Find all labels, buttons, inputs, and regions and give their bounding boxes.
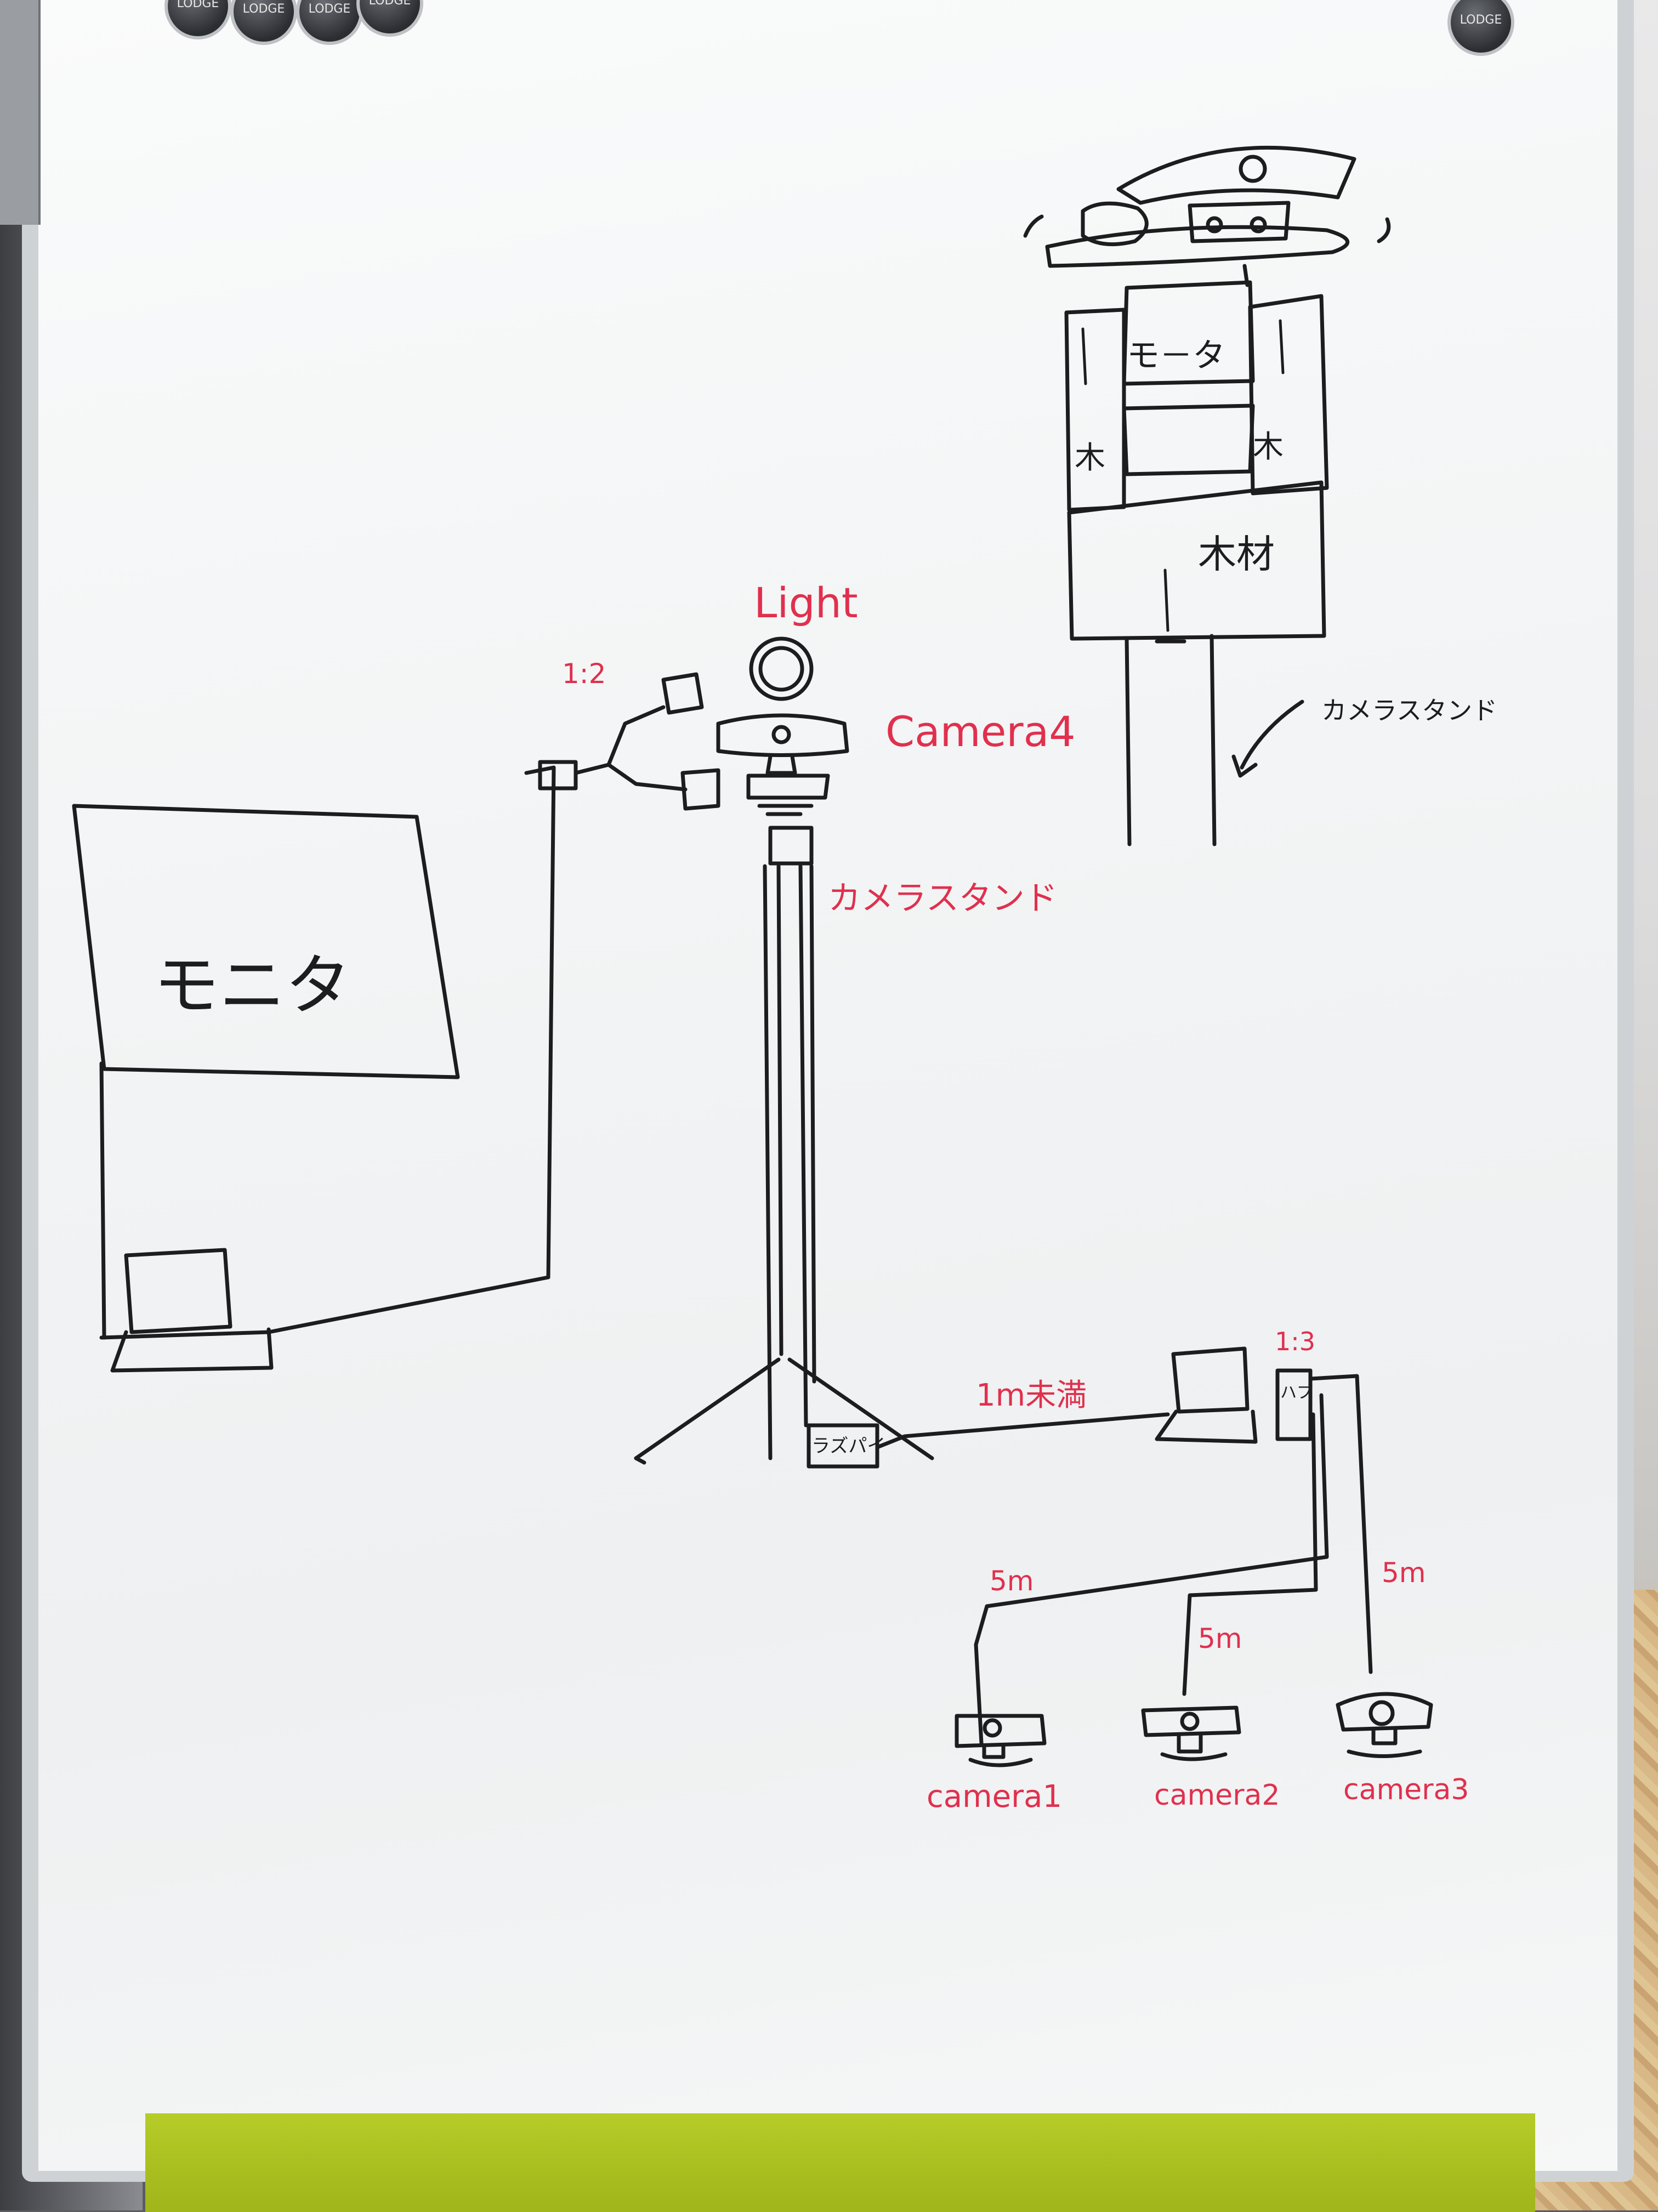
cable-5m-right-label: 5m xyxy=(1382,1557,1426,1589)
cable-5m-left-label: 5m xyxy=(990,1565,1034,1597)
raspi-label: ラズパイ xyxy=(811,1435,886,1457)
wood-left-label: 木 xyxy=(1075,440,1105,476)
camera4-label: Camera4 xyxy=(885,707,1076,756)
magnet-logo: LODGE xyxy=(177,0,219,10)
camera3-label: camera3 xyxy=(1343,1773,1469,1806)
camera-stand-top-label: カメラスタンド xyxy=(1321,696,1498,725)
camera2-label: camera2 xyxy=(1154,1779,1280,1812)
ratio-1-2-label: 1:2 xyxy=(562,658,606,690)
camera2-sketch xyxy=(1141,1705,1241,1761)
whiteboard-surface xyxy=(38,0,1617,2171)
monitor-label: モニタ xyxy=(154,948,351,1024)
camera3-sketch xyxy=(1336,1692,1433,1758)
splitter-sketch xyxy=(538,672,720,811)
wood-block-label: 木材 xyxy=(1198,532,1275,577)
magnet-logo: LODGE xyxy=(242,2,285,16)
board-clip xyxy=(0,0,41,225)
magnet-logo: LODGE xyxy=(308,2,351,16)
camera-stand-red-label: カメラスタンド xyxy=(828,879,1058,918)
magnet-logo: LODGE xyxy=(1460,13,1502,27)
laptop-right-sketch xyxy=(1155,1346,1313,1444)
magnet: LODGE xyxy=(1447,0,1514,56)
ratio-1-3-label: 1:3 xyxy=(1275,1327,1316,1356)
magnet-logo: LODGE xyxy=(368,0,411,8)
camera1-label: camera1 xyxy=(927,1779,1063,1815)
light-label: Light xyxy=(754,578,858,627)
hub-label: ハブ xyxy=(1280,1383,1313,1402)
camera1-sketch xyxy=(955,1714,1047,1767)
wood-right-label: 木 xyxy=(1253,429,1284,465)
cable-5m-middle-label: 5m xyxy=(1198,1623,1242,1654)
light-camera4-sketch xyxy=(716,636,849,866)
monitor-sketch xyxy=(72,804,460,1340)
motor-rig-sketch xyxy=(1023,146,1391,846)
cable-1m-label: 1m未満 xyxy=(976,1378,1087,1413)
tripod-stand-sketch xyxy=(634,864,1170,1469)
marker-tray xyxy=(145,2113,1535,2212)
camera-cables-sketch xyxy=(974,1374,1373,1745)
motor-label: モ－タ xyxy=(1127,337,1225,375)
